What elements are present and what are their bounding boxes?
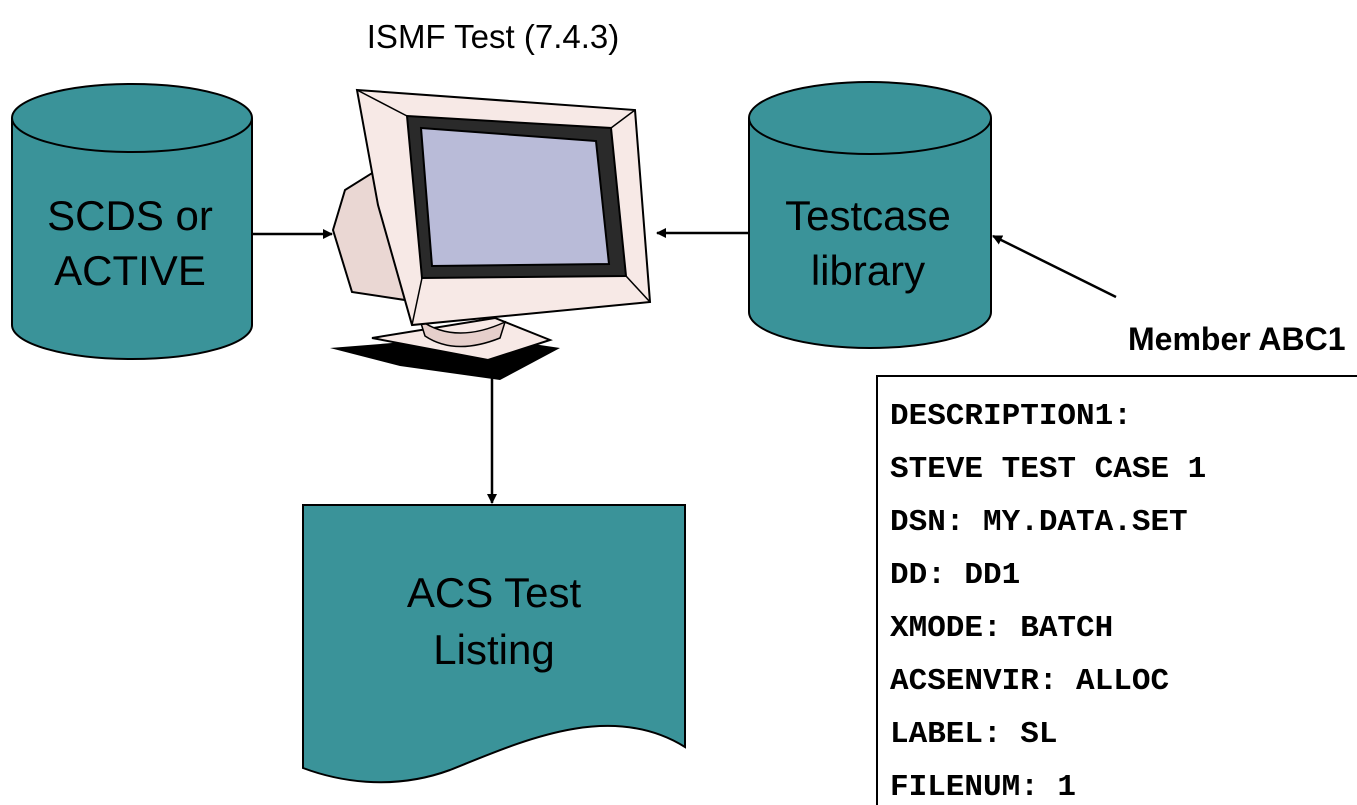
member-line: XMODE: BATCH [890,611,1113,646]
testcase-label-line2: library [811,247,925,294]
member-line: STEVE TEST CASE 1 [890,452,1206,487]
diagram-title: ISMF Test (7.4.3) [367,18,619,55]
member-line: ACSENVIR: ALLOC [890,664,1169,699]
scds-label-line1: SCDS or [47,192,213,239]
member-label: Member ABC1 [1128,321,1346,357]
document-label-line2: Listing [433,626,554,673]
member-line: DD: DD1 [890,558,1020,593]
member-line: DSN: MY.DATA.SET [890,505,1188,540]
monitor-icon [330,88,652,380]
member-line: FILENUM: 1 [890,770,1076,805]
scds-database: SCDS or ACTIVE [11,83,253,360]
document-label-line1: ACS Test [407,569,582,616]
testcase-label-line1: Testcase [785,192,951,239]
arrow-member-to-library [992,234,1117,299]
member-content-box: DESCRIPTION1: STEVE TEST CASE 1 DSN: MY.… [876,375,1357,805]
member-line: DESCRIPTION1: [890,399,1132,434]
member-line: LABEL: SL [890,717,1057,752]
acs-test-listing-document: ACS Test Listing [302,504,686,784]
scds-label-line2: ACTIVE [54,247,206,294]
testcase-library-database: Testcase library [748,81,992,349]
